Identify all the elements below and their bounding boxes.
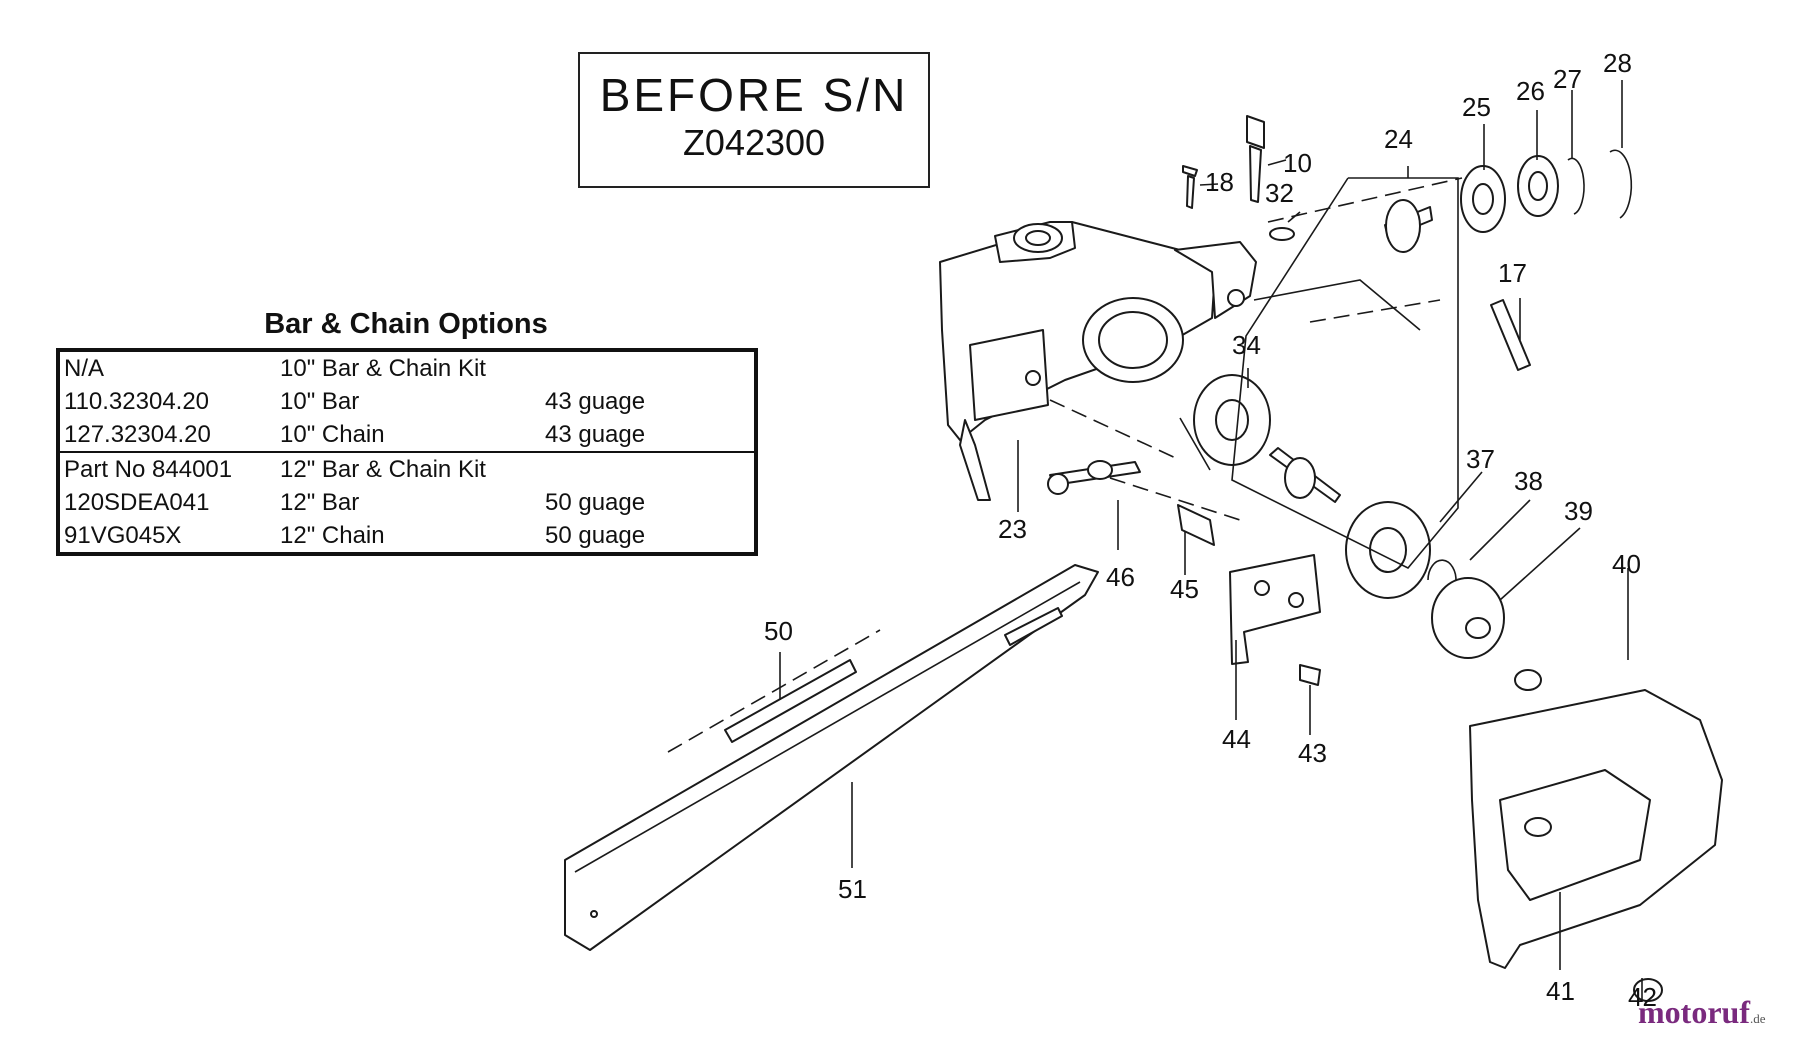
- assembly-lines: [1049, 177, 1463, 569]
- leader-lines: [779, 80, 1643, 1002]
- table-row: N/A 10" Bar & Chain Kit: [60, 352, 754, 385]
- watermark-brand: motoruf: [1638, 994, 1750, 1030]
- part-description: 10" Bar & Chain Kit: [280, 355, 486, 382]
- part-description: 10" Chain: [280, 421, 385, 448]
- callout-17: 17: [1498, 258, 1527, 288]
- table-row: 110.32304.20 10" Bar 43 guage: [60, 385, 754, 418]
- part-gauge: 43 guage: [545, 421, 646, 448]
- callout-labels: 10 18 32 24 25 26 27 28 17 34 23 46 45 3…: [764, 48, 1657, 1012]
- part-gauge: 43 guage: [545, 388, 646, 415]
- table-row: 91VG045X 12" Chain 50 guage: [60, 519, 754, 552]
- serial-number-box: BEFORE S/N Z042300: [578, 52, 930, 188]
- gear-housing: [939, 221, 1257, 501]
- watermark-logo: motoruf.de: [1638, 992, 1766, 1039]
- callout-24: 24: [1384, 124, 1413, 154]
- callout-37: 37: [1466, 444, 1495, 474]
- callout-41: 41: [1546, 976, 1575, 1006]
- part-description: 12" Bar: [280, 489, 360, 516]
- callout-46: 46: [1106, 562, 1135, 592]
- sprocket-cover: [1469, 689, 1723, 969]
- small-parts: [1047, 115, 1663, 1002]
- bar-chain-options-table: N/A 10" Bar & Chain Kit 110.32304.20 10"…: [56, 348, 758, 556]
- serial-heading: BEFORE S/N: [599, 69, 909, 121]
- callout-10: 10: [1283, 148, 1312, 178]
- options-title: Bar & Chain Options: [264, 308, 548, 340]
- part-number: 91VG045X: [64, 522, 182, 549]
- table-row: 120SDEA041 12" Bar 50 guage: [60, 486, 754, 519]
- part-number: 127.32304.20: [64, 421, 211, 448]
- part-number: 110.32304.20: [64, 388, 210, 415]
- part-number: Part No 844001: [64, 456, 233, 483]
- part-gauge: [545, 453, 745, 486]
- callout-38: 38: [1514, 466, 1543, 496]
- table-row: 127.32304.20 10" Chain 43 guage: [60, 418, 754, 451]
- part-gauge: [545, 352, 745, 385]
- part-gauge: 50 guage: [545, 489, 646, 516]
- callout-42: 42: [1628, 982, 1657, 1012]
- callout-44: 44: [1222, 724, 1251, 754]
- options-group-10in: N/A 10" Bar & Chain Kit 110.32304.20 10"…: [60, 352, 754, 451]
- callout-34: 34: [1232, 330, 1261, 360]
- callout-43: 43: [1298, 738, 1327, 768]
- callout-28: 28: [1603, 48, 1632, 78]
- part-gauge: 50 guage: [545, 522, 646, 549]
- part-number: 120SDEA041: [64, 489, 210, 516]
- callout-27: 27: [1553, 64, 1582, 94]
- callout-45: 45: [1170, 574, 1199, 604]
- callout-51: 51: [838, 874, 867, 904]
- part-number: N/A: [64, 355, 105, 382]
- part-description: 12" Bar & Chain Kit: [280, 456, 486, 483]
- callout-39: 39: [1564, 496, 1593, 526]
- watermark-tld: .de: [1749, 1011, 1766, 1026]
- options-group-12in: Part No 844001 12" Bar & Chain Kit 120SD…: [60, 451, 754, 552]
- table-row: Part No 844001 12" Bar & Chain Kit: [60, 453, 754, 486]
- callout-50: 50: [764, 616, 793, 646]
- part-description: 10" Bar: [280, 388, 360, 415]
- guide-bar: [564, 564, 1099, 951]
- callout-40: 40: [1612, 549, 1641, 579]
- part-description: 12" Chain: [280, 522, 385, 549]
- callout-26: 26: [1516, 76, 1545, 106]
- callout-25: 25: [1462, 92, 1491, 122]
- callout-23: 23: [998, 514, 1027, 544]
- serial-number: Z042300: [682, 122, 826, 163]
- callout-32: 32: [1265, 178, 1294, 208]
- callout-18: 18: [1205, 167, 1234, 197]
